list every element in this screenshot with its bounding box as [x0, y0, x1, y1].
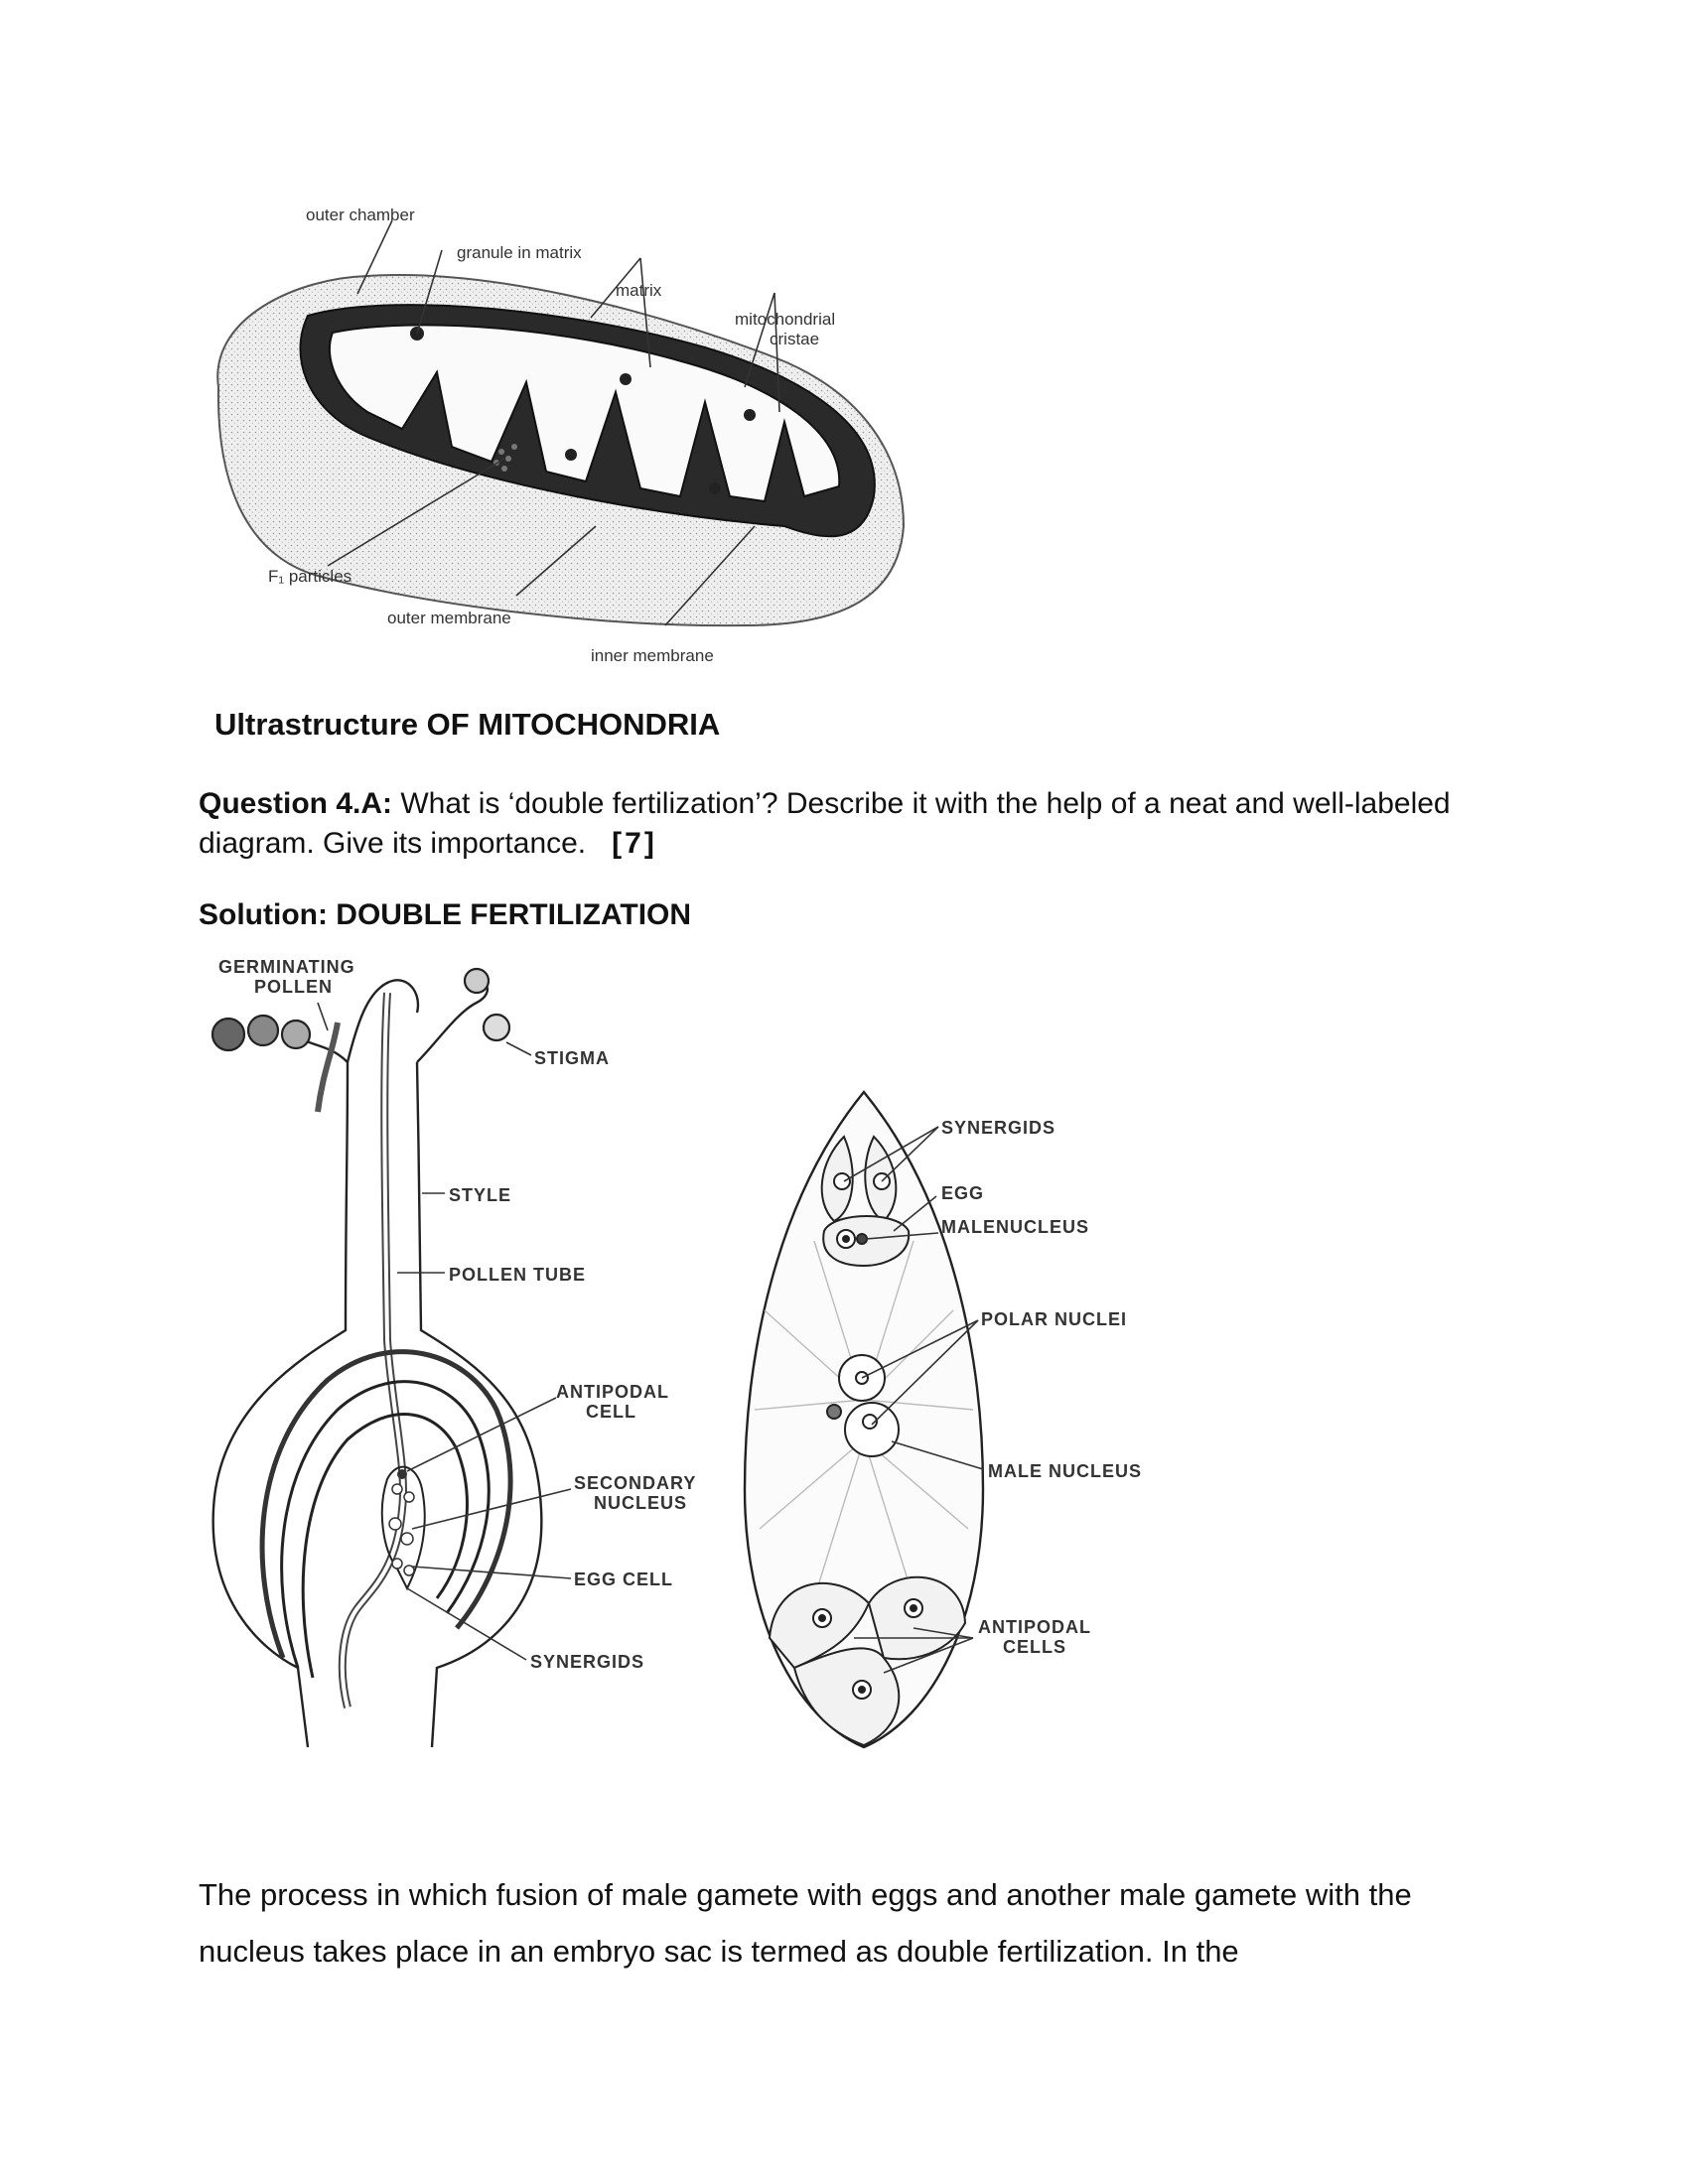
label-pollen-tube: POLLEN TUBE	[449, 1265, 586, 1285]
mitochondria-diagram: outer chamber granule in matrix matrix m…	[216, 205, 906, 665]
question-marks: [7]	[612, 827, 657, 860]
label-male-nucleus: MALE NUCLEUS	[988, 1461, 1142, 1481]
label-egg: EGG	[941, 1183, 984, 1203]
label-matrix: matrix	[616, 281, 662, 300]
question-block: Question 4.A: What is ‘double fertilizat…	[199, 784, 1489, 864]
label-polar-nuclei: POLAR NUCLEI	[981, 1309, 1127, 1329]
label-outer-chamber: outer chamber	[306, 205, 415, 224]
label-antipodal-cell: CELL	[586, 1402, 636, 1422]
label-granule-in-matrix: granule in matrix	[457, 243, 582, 262]
mitochondria-figure: outer chamber granule in matrix matrix m…	[189, 199, 943, 675]
label-outer-membrane: outer membrane	[387, 609, 511, 627]
pistil-diagram: GERMINATING POLLEN STIGMA STYLE POLLEN T…	[211, 957, 696, 1748]
label-stigma: STIGMA	[534, 1048, 610, 1068]
figure-caption: Ultrastructure OF MITOCHONDRIA	[214, 707, 721, 742]
label-cristae-2: cristae	[770, 330, 819, 348]
label-f1-particles: F₁ particles	[268, 567, 352, 586]
label-egg-cell: EGG CELL	[574, 1570, 673, 1589]
label-secondary: SECONDARY	[574, 1473, 696, 1493]
label-cristae-1: mitochondrial	[735, 310, 835, 329]
label-style: STYLE	[449, 1185, 511, 1205]
body-paragraph: The process in which fusion of male game…	[199, 1877, 1412, 1969]
label-male-nucleus-top: MALENUCLEUS	[941, 1217, 1089, 1237]
embryo-sac-diagram: SYNERGIDS EGG MALENUCLEUS POLAR NUCLEI M…	[743, 1090, 1142, 1749]
label-secondary-nucleus: NUCLEUS	[594, 1493, 687, 1513]
question-text: What is ‘double fertilization’? Describe…	[199, 787, 1451, 860]
question-label: Question 4.A:	[199, 787, 393, 820]
label-synergids-left: SYNERGIDS	[530, 1652, 644, 1672]
label-inner-membrane: inner membrane	[591, 646, 714, 665]
label-synergids-right: SYNERGIDS	[941, 1118, 1055, 1138]
label-pollen: POLLEN	[254, 977, 333, 997]
label-antipodal: ANTIPODAL	[556, 1382, 669, 1402]
label-antipodal-cells-1: ANTIPODAL	[978, 1617, 1091, 1637]
embryo-sac-figure: SYNERGIDS EGG MALENUCLEUS POLAR NUCLEI M…	[735, 1082, 1192, 1777]
label-germinating: GERMINATING	[218, 957, 355, 977]
pistil-figure: GERMINATING POLLEN STIGMA STYLE POLLEN T…	[199, 953, 735, 1767]
solution-heading: Solution: DOUBLE FERTILIZATION	[199, 898, 692, 931]
label-antipodal-cells-2: CELLS	[1003, 1637, 1066, 1657]
